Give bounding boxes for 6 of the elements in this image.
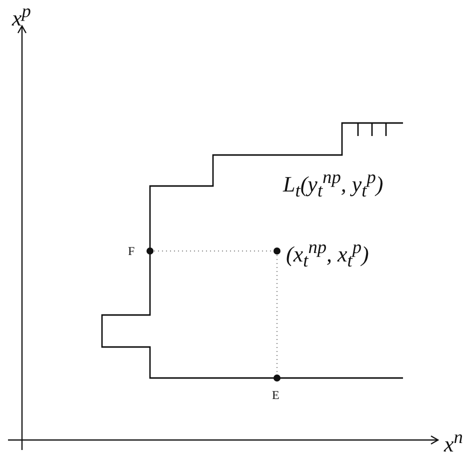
axis-label: x$^{p}$ [12, 2, 31, 30]
curve-label: L$_{t}$(y$_{t}$$^{np}$, y$_{t}$$^{p}$) [283, 168, 384, 200]
point-label: F [128, 245, 135, 257]
axis-label: x$^{n}$ [444, 428, 463, 456]
point-label: (x$_{t}$$^{np}$, x$_{t}$$^{p}$) [286, 238, 369, 270]
point-label: E [272, 389, 280, 401]
